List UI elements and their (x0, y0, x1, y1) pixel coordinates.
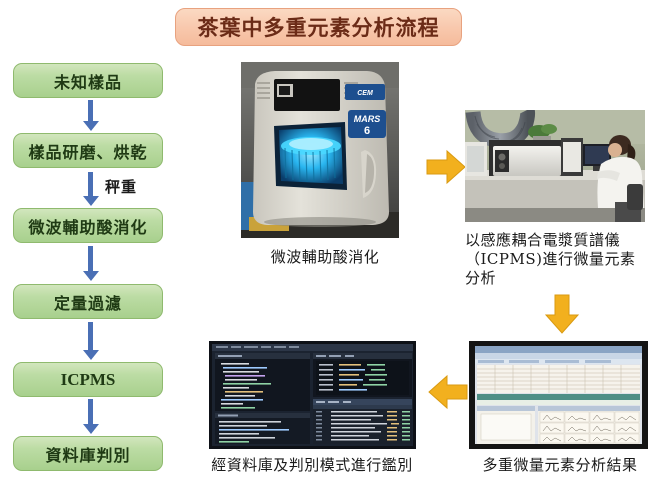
arrow-to-icpms (425, 148, 467, 190)
microwave-digestion-image: CEM MARS 6 (241, 62, 399, 238)
arrow-to-results (543, 293, 581, 339)
results-caption: 多重微量元素分析結果 (482, 456, 638, 474)
database-discriminant-image (209, 341, 416, 449)
flow-arrow-5 (82, 399, 100, 434)
page-title: 茶葉中多重元素分析流程 (197, 15, 440, 40)
svg-text:CEM: CEM (357, 90, 373, 97)
flow-step-database-identification: 資料庫判別 (13, 436, 163, 471)
database-photo (209, 341, 416, 449)
page-title-banner: 茶葉中多重元素分析流程 (175, 8, 462, 46)
flow-step-label: 微波輔助酸消化 (28, 217, 148, 237)
flow-annotation-weighing: 秤重 (105, 178, 138, 196)
flow-step-microwave-digestion: 微波輔助酸消化 (13, 208, 163, 243)
right-arrow-icon (426, 149, 466, 185)
icpms-caption-line-2: （ICPMS)進行微量元素 (465, 249, 636, 268)
analysis-results-image (469, 341, 648, 449)
database-caption: 經資料庫及判別模式進行鑑別 (211, 456, 413, 474)
flow-step-label: 資料庫判別 (45, 445, 131, 465)
icpms-instrument-image (465, 110, 645, 222)
flow-arrow-3 (82, 246, 100, 281)
flow-step-label: ICPMS (60, 369, 116, 389)
flow-arrow-1 (82, 100, 100, 131)
icpms-caption-line-3: 分析 (465, 268, 497, 287)
down-arrow-icon (544, 294, 580, 334)
arrow-to-database (427, 373, 469, 415)
flow-step-label: 定量過濾 (53, 293, 122, 313)
flow-step-label: 未知樣品 (53, 72, 122, 92)
flow-step-label: 樣品研磨、烘乾 (28, 142, 148, 162)
left-arrow-icon (428, 374, 468, 410)
flow-arrow-2 (82, 172, 100, 206)
flow-step-quantitative-filtration: 定量過濾 (13, 284, 163, 319)
microwave-digestion-caption: 微波輔助酸消化 (270, 248, 380, 266)
icpms-caption: 以感應耦合電漿質譜儀 （ICPMS)進行微量元素 分析 (465, 231, 650, 287)
icpms-photo (465, 110, 645, 222)
results-photo (469, 341, 648, 449)
flow-step-icpms: ICPMS (13, 362, 163, 397)
svg-text:MARS: MARS (354, 114, 381, 124)
flow-arrow-4 (82, 322, 100, 360)
microwave-digestion-photo: CEM MARS 6 (241, 62, 399, 238)
svg-text:6: 6 (364, 125, 370, 137)
flow-step-grind-dry: 樣品研磨、烘乾 (13, 133, 163, 168)
flow-step-unknown-sample: 未知樣品 (13, 63, 163, 98)
icpms-caption-line-1: 以感應耦合電漿質譜儀 (465, 231, 621, 249)
